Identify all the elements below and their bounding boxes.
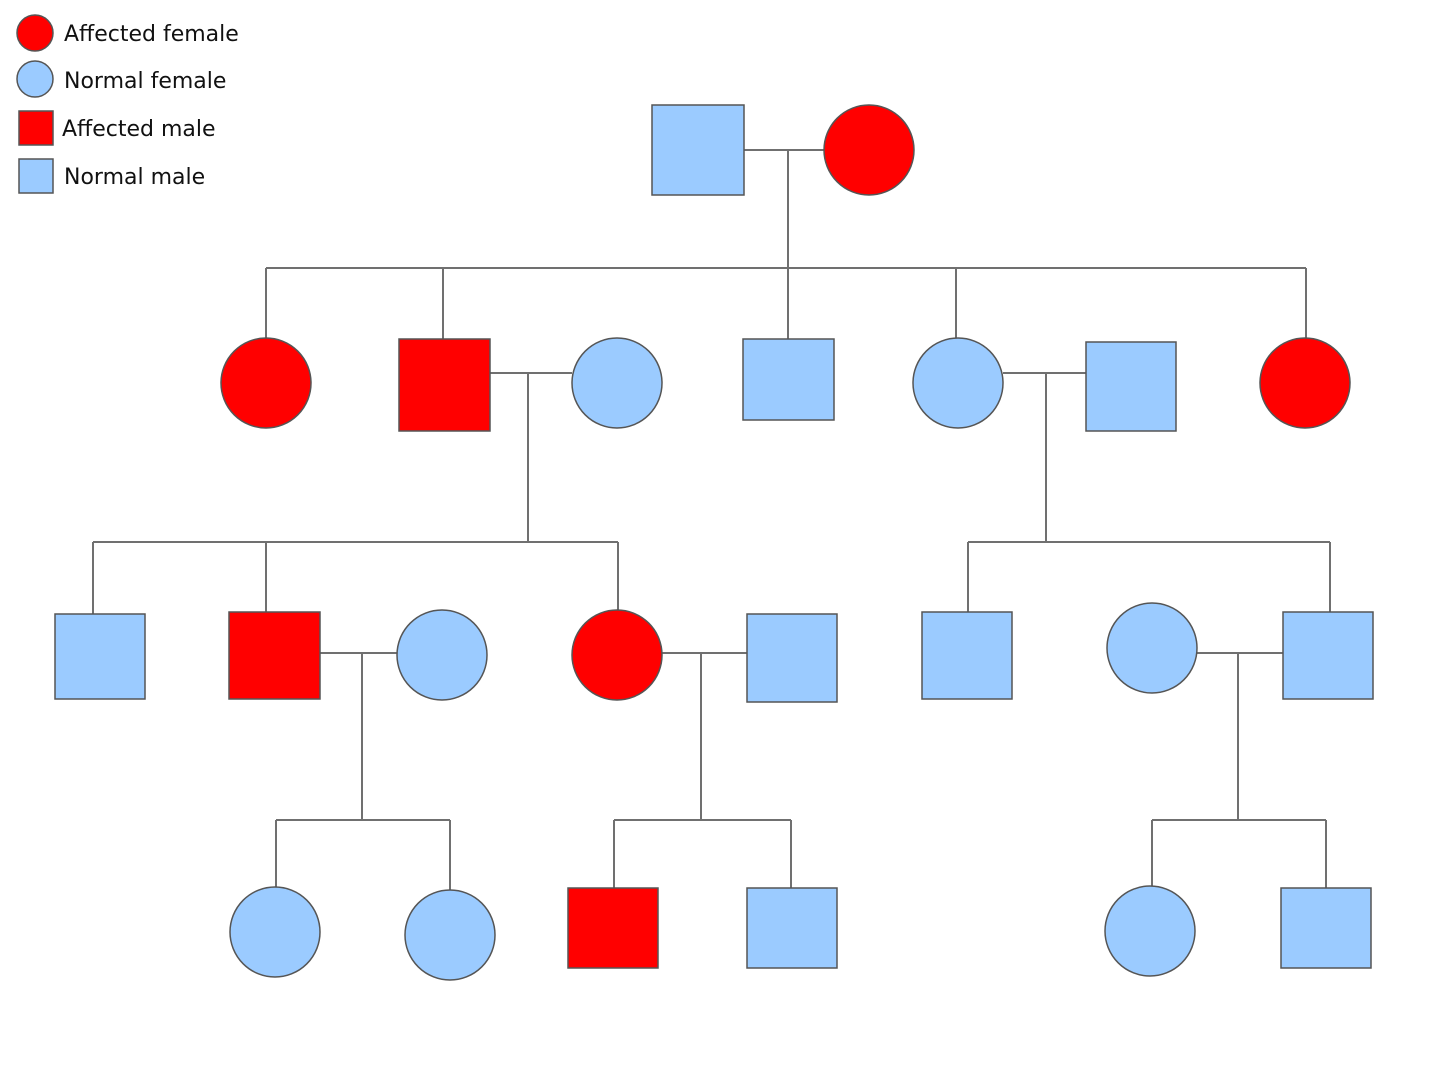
legend-item-normal-male: Normal male [18, 158, 205, 194]
female-symbol [912, 337, 1004, 429]
female-symbol [571, 609, 663, 701]
male-symbol [228, 611, 321, 700]
female-symbol [404, 889, 496, 981]
female-symbol [220, 337, 312, 429]
female-symbol [823, 104, 915, 196]
female-symbol [571, 337, 663, 429]
female-symbol [1104, 885, 1196, 977]
legend-swatch-normal-female [16, 60, 54, 98]
male-symbol [746, 887, 838, 969]
legend-swatch-affected-male [18, 110, 54, 146]
male-symbol [742, 338, 835, 421]
female-symbol [396, 609, 488, 701]
legend-swatch-affected-female [16, 14, 54, 52]
legend-label-normal-male: Normal male [64, 165, 205, 190]
male-symbol [567, 887, 659, 969]
legend-label-affected-female: Affected female [64, 22, 239, 47]
legend-item-affected-male: Affected male [18, 110, 216, 146]
pedigree-lines [92, 149, 1331, 890]
female-symbol [1259, 337, 1351, 429]
male-symbol [1085, 341, 1177, 432]
legend-label-normal-female: Normal female [64, 69, 226, 94]
legend-item-normal-female: Normal female [16, 60, 226, 98]
male-symbol [1282, 611, 1374, 700]
pedigree-individuals [54, 104, 1374, 981]
legend: Affected female Normal female Affected m… [16, 14, 239, 194]
legend-label-affected-male: Affected male [62, 117, 216, 142]
legend-item-affected-female: Affected female [16, 14, 239, 52]
male-symbol [921, 611, 1013, 700]
male-symbol [651, 104, 745, 196]
male-symbol [746, 613, 838, 703]
female-symbol [229, 886, 321, 978]
female-symbol [1106, 602, 1198, 694]
male-symbol [1280, 887, 1372, 969]
male-symbol [398, 338, 491, 432]
male-symbol [54, 613, 146, 700]
legend-swatch-normal-male [18, 158, 54, 194]
